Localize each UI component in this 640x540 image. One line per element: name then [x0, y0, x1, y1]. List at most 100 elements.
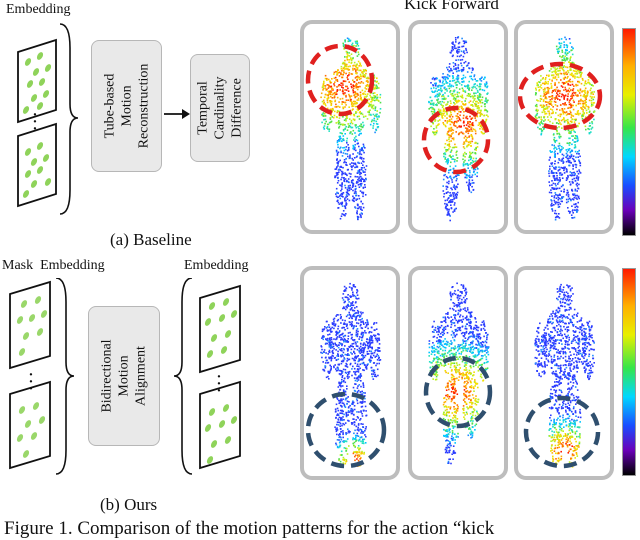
cloud-point: [431, 113, 434, 115]
cloud-point: [338, 342, 341, 344]
cloud-point: [457, 289, 459, 292]
cloud-point: [352, 185, 354, 187]
cloud-point: [580, 75, 582, 77]
cloud-point: [452, 167, 455, 170]
cloud-point: [355, 199, 357, 201]
cloud-point: [586, 90, 589, 93]
cloud-point: [436, 93, 439, 96]
cloud-point: [342, 433, 344, 436]
cloud-point: [459, 347, 461, 350]
cloud-point: [379, 93, 382, 96]
cloud-point: [352, 67, 354, 70]
cloud-point: [460, 131, 463, 133]
cloud-point: [572, 99, 575, 102]
cloud-point: [585, 105, 587, 107]
cloud-point: [452, 155, 454, 157]
cloud-point: [362, 320, 364, 323]
cloud-point: [334, 343, 337, 346]
cloud-point: [339, 373, 342, 376]
cloud-point: [363, 151, 365, 154]
cloud-point: [571, 94, 573, 96]
cloud-point: [471, 135, 473, 138]
cloud-point: [428, 101, 430, 104]
cloud-point: [325, 356, 327, 359]
cloud-point: [452, 137, 455, 139]
cloud-point: [440, 112, 443, 114]
cloud-point: [364, 392, 366, 394]
cloud-point: [355, 325, 357, 327]
cloud-point: [464, 100, 466, 102]
cloud-point: [442, 110, 445, 112]
cloud-point: [462, 308, 465, 310]
cloud-point: [345, 116, 348, 118]
cloud-point: [351, 73, 354, 75]
cloud-point: [554, 209, 557, 212]
cloud-point: [356, 454, 359, 457]
cloud-point: [548, 191, 551, 194]
cloud-point: [464, 172, 466, 175]
cloud-point: [340, 399, 342, 402]
cloud-point: [368, 341, 371, 343]
cloud-point: [355, 334, 357, 337]
cloud-point: [360, 184, 362, 186]
cloud-point: [354, 373, 356, 375]
cloud-point: [568, 148, 571, 150]
cloud-point: [539, 104, 542, 107]
cloud-point: [449, 219, 451, 222]
cloud-point: [577, 113, 580, 116]
cloud-point: [355, 312, 358, 314]
cloud-point: [454, 125, 457, 127]
cloud-point: [572, 94, 575, 97]
cloud-point: [373, 95, 375, 97]
cloud-point: [321, 336, 324, 338]
cloud-point: [349, 323, 352, 326]
cloud-point: [352, 84, 354, 86]
cloud-point: [459, 327, 461, 329]
baseline-arrow: [164, 109, 190, 119]
cloud-point: [535, 92, 537, 95]
cloud-point: [451, 199, 454, 201]
cloud-point: [468, 190, 471, 192]
cloud-point: [438, 102, 440, 105]
cloud-point: [322, 126, 325, 129]
cloud-point: [556, 93, 559, 96]
cloud-point: [471, 140, 473, 143]
cloud-point: [477, 106, 480, 109]
cloud-point: [341, 174, 343, 176]
cloud-point: [348, 411, 351, 413]
cloud-point: [361, 393, 363, 395]
cloud-point: [447, 211, 450, 213]
cloud-point: [351, 423, 353, 425]
cloud-point: [452, 186, 455, 188]
cloud-point: [337, 173, 339, 176]
cloud-point: [348, 181, 350, 184]
cloud-point: [556, 129, 558, 132]
cloud-point: [583, 90, 585, 92]
cloud-point: [436, 352, 439, 354]
cloud-point: [362, 438, 364, 441]
cloud-point: [461, 96, 464, 99]
cloud-point: [358, 69, 360, 72]
cloud-point: [443, 193, 446, 195]
cloud-point: [471, 123, 474, 126]
cloud-point: [447, 363, 450, 365]
cloud-point: [567, 194, 570, 196]
cloud-point: [447, 161, 449, 163]
cloud-point: [569, 142, 571, 144]
cloud-point: [547, 88, 549, 91]
cloud-point: [547, 86, 549, 89]
cloud-point: [572, 168, 574, 170]
cloud-point: [356, 402, 359, 405]
cloud-point: [378, 337, 380, 340]
cloud-point: [542, 99, 545, 101]
cloud-point: [560, 185, 563, 188]
cloud-point: [542, 123, 544, 125]
cloud-point: [328, 121, 331, 124]
cloud-point: [581, 91, 583, 93]
highlight-circle: [518, 61, 603, 131]
cloud-point: [372, 127, 374, 129]
cloud-point: [340, 370, 342, 372]
cloud-point: [346, 402, 348, 405]
cloud-point: [457, 64, 460, 66]
cloud-point: [442, 77, 445, 80]
